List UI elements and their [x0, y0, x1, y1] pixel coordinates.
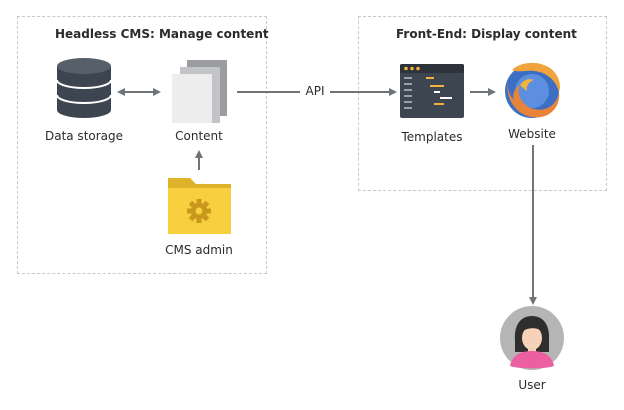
templates-label: Templates — [401, 130, 463, 144]
user-avatar-icon — [500, 306, 564, 370]
database-icon — [56, 58, 112, 118]
documents-icon — [172, 60, 227, 123]
frontend-group-title: Front-End: Display content — [396, 27, 577, 41]
cms-group-title: Headless CMS: Manage content — [55, 27, 269, 41]
api-label: API — [300, 84, 330, 98]
data-storage-label: Data storage — [44, 129, 124, 143]
cms-admin-label: CMS admin — [165, 243, 233, 257]
frontend-group-box — [358, 16, 607, 191]
cms-group-box — [17, 16, 267, 274]
firefox-icon — [505, 62, 560, 118]
content-label: Content — [175, 129, 223, 143]
user-label: User — [518, 378, 546, 392]
folder-gear-icon — [168, 178, 231, 234]
code-editor-icon — [400, 64, 464, 118]
website-label: Website — [508, 127, 556, 141]
